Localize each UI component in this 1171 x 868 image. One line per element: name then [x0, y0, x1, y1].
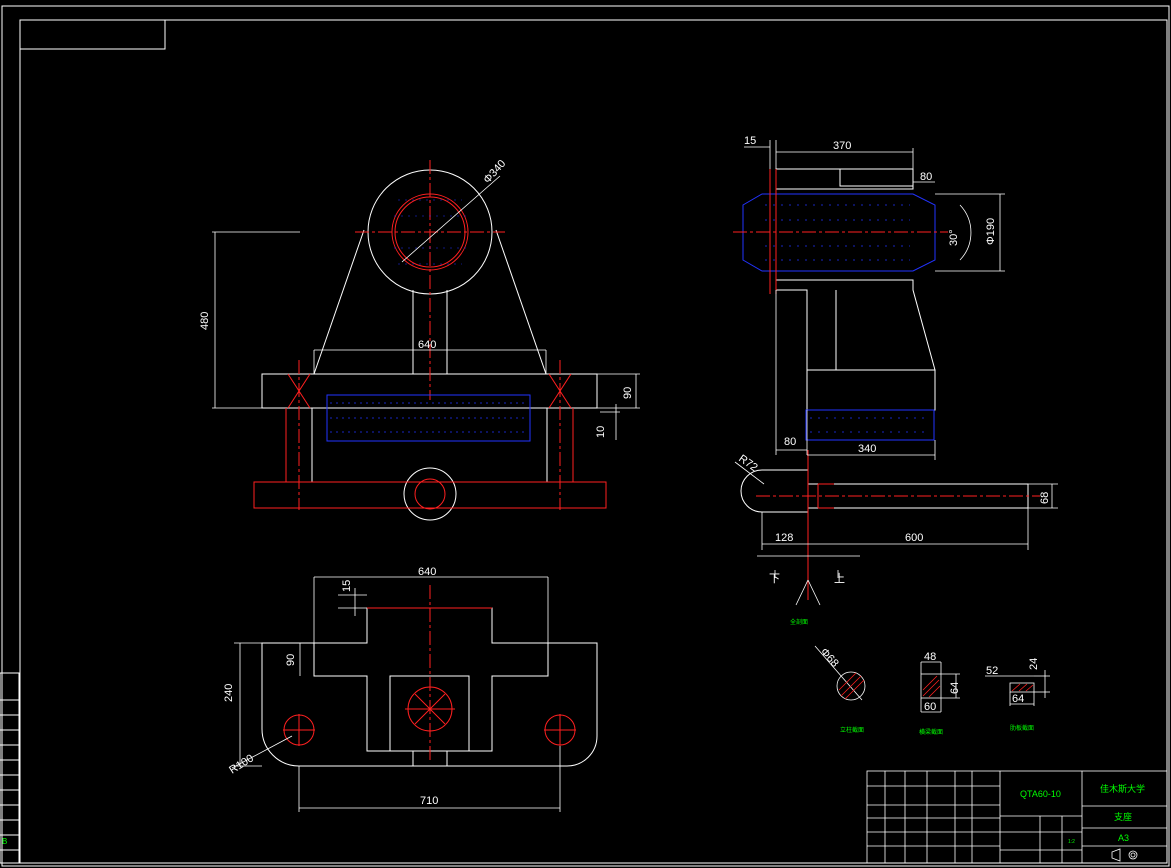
top-base-width-label: 710 — [420, 795, 438, 807]
front-view: Φ340 480 640 90 10 — [199, 158, 640, 521]
section-details: Φ68 立柱截面 48 64 60 横梁截面 52 24 64 肋板截面 — [814, 645, 1050, 736]
section2-name-label: 横梁截面 — [919, 728, 943, 736]
title-scale: 1:2 — [1068, 839, 1075, 845]
title-drawing-number: QTA60-10 — [1020, 789, 1061, 799]
top-view: 640 15 90 240 R100 710 — [223, 566, 598, 812]
title-block — [866, 770, 1168, 864]
title-part-name: 支座 — [1114, 811, 1132, 822]
front-height-label: 480 — [199, 312, 211, 330]
side-shaft-dia-label: 68 — [1039, 492, 1051, 504]
side-offset-label: 15 — [744, 135, 756, 147]
section2-top-label: 48 — [924, 651, 936, 663]
title-sheet-size: A3 — [1118, 833, 1129, 843]
section1-name-label: 立柱截面 — [840, 726, 864, 734]
top-height-label: 240 — [223, 684, 235, 702]
side-angle-label: 30° — [948, 229, 960, 246]
top-width-label: 640 — [418, 566, 436, 578]
section3-bottom-label: 64 — [1012, 693, 1024, 705]
side-foot-label: 80 — [784, 436, 796, 448]
side-length-label: 370 — [833, 140, 851, 152]
side-base-label: 340 — [858, 443, 876, 455]
top-depth-label: 90 — [285, 654, 297, 666]
section3-name-label: 肋板截面 — [1010, 724, 1034, 732]
direction-up-label: 上 — [834, 572, 845, 585]
title-school: 佳木斯大学 — [1100, 783, 1145, 794]
section3-top-label: 52 — [986, 665, 998, 677]
direction-down-label: 下 — [769, 573, 780, 585]
section2-bottom-label: 60 — [924, 701, 936, 713]
section-name-label: 全剖面 — [790, 618, 808, 626]
front-gap-label: 10 — [595, 426, 607, 438]
section3-side-label: 24 — [1028, 658, 1040, 670]
front-width-label: 640 — [418, 339, 436, 351]
margin-mark: B — [2, 837, 7, 846]
margin-table — [0, 672, 20, 864]
projection-symbol-icon — [1111, 848, 1138, 862]
front-thick-label: 90 — [622, 387, 634, 399]
side-shaft-len-label: 600 — [905, 532, 923, 544]
section2-side-label: 64 — [949, 682, 961, 694]
side-dia-label: Φ190 — [985, 218, 997, 245]
side-view: 15 370 80 30° Φ190 80 340 R72 68 128 600… — [733, 135, 1058, 626]
side-cap-label: 80 — [920, 171, 932, 183]
sheet-border — [1, 5, 1170, 867]
side-head-len-label: 128 — [775, 532, 793, 544]
top-boss-label: 15 — [341, 580, 353, 592]
